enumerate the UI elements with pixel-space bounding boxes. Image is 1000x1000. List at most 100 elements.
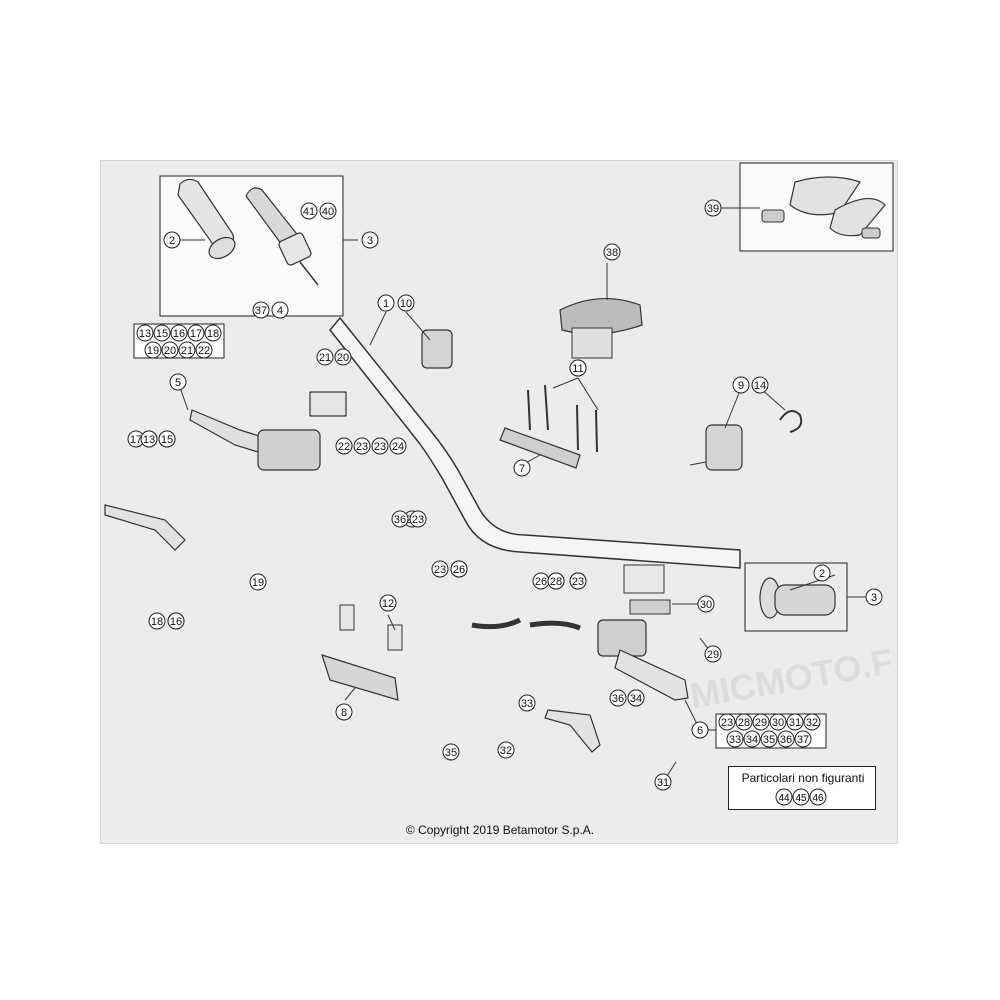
group-6-23: 23 xyxy=(718,713,736,731)
note-number-44: 44 xyxy=(775,788,793,806)
svg-text:29: 29 xyxy=(707,649,719,661)
callout-30: 30 xyxy=(697,595,715,613)
svg-text:33: 33 xyxy=(521,698,533,710)
svg-text:28: 28 xyxy=(738,717,750,729)
brake-lever-lower-drawing xyxy=(544,709,601,753)
group-5-16: 16 xyxy=(170,324,188,342)
svg-text:9: 9 xyxy=(738,380,744,392)
svg-text:34: 34 xyxy=(746,734,758,746)
clutch-assembly-drawing xyxy=(189,391,347,471)
brake-master-cylinder-drawing xyxy=(597,564,689,701)
callout-12: 12 xyxy=(379,594,397,612)
callout-10: 10 xyxy=(397,294,415,312)
svg-text:13: 13 xyxy=(143,434,155,446)
callout-21: 21 xyxy=(316,348,334,366)
svg-text:10: 10 xyxy=(400,298,412,310)
group-6-30: 30 xyxy=(769,713,787,731)
group-5-19: 19 xyxy=(144,341,162,359)
svg-text:34: 34 xyxy=(630,693,642,705)
svg-text:26: 26 xyxy=(535,576,547,588)
group-5-21: 21 xyxy=(178,341,196,359)
svg-text:14: 14 xyxy=(754,380,766,392)
svg-text:17: 17 xyxy=(190,328,202,340)
group-6-34: 34 xyxy=(743,730,761,748)
callout-3: 3 xyxy=(361,231,379,249)
right-switch-drawing xyxy=(689,410,803,471)
svg-text:39: 39 xyxy=(707,203,719,215)
callout-7: 7 xyxy=(513,459,531,477)
callout-41: 41 xyxy=(300,202,318,220)
callout-19: 19 xyxy=(249,573,267,591)
svg-text:45: 45 xyxy=(795,793,807,804)
svg-text:36: 36 xyxy=(394,514,406,526)
svg-text:16: 16 xyxy=(170,616,182,628)
svg-text:23: 23 xyxy=(572,576,584,588)
svg-text:26: 26 xyxy=(453,564,465,576)
callout-extra-11: 11 xyxy=(569,359,587,377)
svg-text:23: 23 xyxy=(434,564,446,576)
callout-38: 38 xyxy=(603,243,621,261)
handguards-drawing xyxy=(761,176,886,239)
handlebar-drawing xyxy=(329,316,741,569)
callout-9: 9 xyxy=(732,376,750,394)
clutch-lever-drawing xyxy=(104,504,186,551)
callout-extra-34: 34 xyxy=(627,689,645,707)
callout-extra-23: 23 xyxy=(371,437,389,455)
copyright-text: © Copyright 2019 Betamotor S.p.A. xyxy=(405,823,595,837)
svg-text:41: 41 xyxy=(303,206,315,218)
group-6-37: 37 xyxy=(794,730,812,748)
callout-extra-23: 23 xyxy=(409,510,427,528)
callout-2: 2 xyxy=(813,564,831,582)
group-5-13: 13 xyxy=(136,324,154,342)
svg-text:17: 17 xyxy=(130,434,142,446)
svg-text:2: 2 xyxy=(819,568,825,580)
svg-text:22: 22 xyxy=(338,441,350,453)
svg-text:24: 24 xyxy=(392,441,404,453)
svg-text:19: 19 xyxy=(147,345,159,357)
svg-text:19: 19 xyxy=(252,577,264,589)
svg-text:20: 20 xyxy=(164,345,176,357)
svg-text:15: 15 xyxy=(156,328,168,340)
callout-35: 35 xyxy=(442,743,460,761)
callout-36: 36 xyxy=(391,510,409,528)
svg-text:22: 22 xyxy=(198,345,210,357)
callout-6: 6 xyxy=(691,721,709,739)
svg-text:46: 46 xyxy=(812,793,824,804)
callout-extra-16: 16 xyxy=(167,612,185,630)
callout-3: 3 xyxy=(865,588,883,606)
group-6-28: 28 xyxy=(735,713,753,731)
svg-text:7: 7 xyxy=(519,463,525,475)
svg-text:36: 36 xyxy=(612,693,624,705)
callout-4: 4 xyxy=(271,301,289,319)
note-number-45: 45 xyxy=(792,788,810,806)
svg-text:31: 31 xyxy=(789,717,801,729)
svg-text:23: 23 xyxy=(356,441,368,453)
callout-37: 37 xyxy=(252,301,270,319)
right-grip-drawing xyxy=(759,577,836,619)
left-grip-drawing xyxy=(177,178,236,260)
svg-text:37: 37 xyxy=(797,734,809,746)
svg-text:20: 20 xyxy=(337,352,349,364)
svg-text:4: 4 xyxy=(277,305,283,317)
callout-extra-36: 36 xyxy=(609,689,627,707)
callout-18: 18 xyxy=(148,612,166,630)
callout-1: 1 xyxy=(377,294,395,312)
group-6-35: 35 xyxy=(760,730,778,748)
svg-text:23: 23 xyxy=(412,514,424,526)
callout-8: 8 xyxy=(335,703,353,721)
callout-extra-23: 23 xyxy=(569,572,587,590)
svg-text:21: 21 xyxy=(181,345,193,357)
note-title: Particolari non figuranti xyxy=(741,771,865,785)
svg-text:23: 23 xyxy=(721,717,733,729)
svg-text:31: 31 xyxy=(657,777,669,789)
odometer-drawing xyxy=(559,298,643,359)
callout-32: 32 xyxy=(497,741,515,759)
group-5-17: 17 xyxy=(187,324,205,342)
callout-extra-13: 13 xyxy=(140,430,158,448)
svg-text:2: 2 xyxy=(169,235,175,247)
svg-text:3: 3 xyxy=(367,235,373,247)
